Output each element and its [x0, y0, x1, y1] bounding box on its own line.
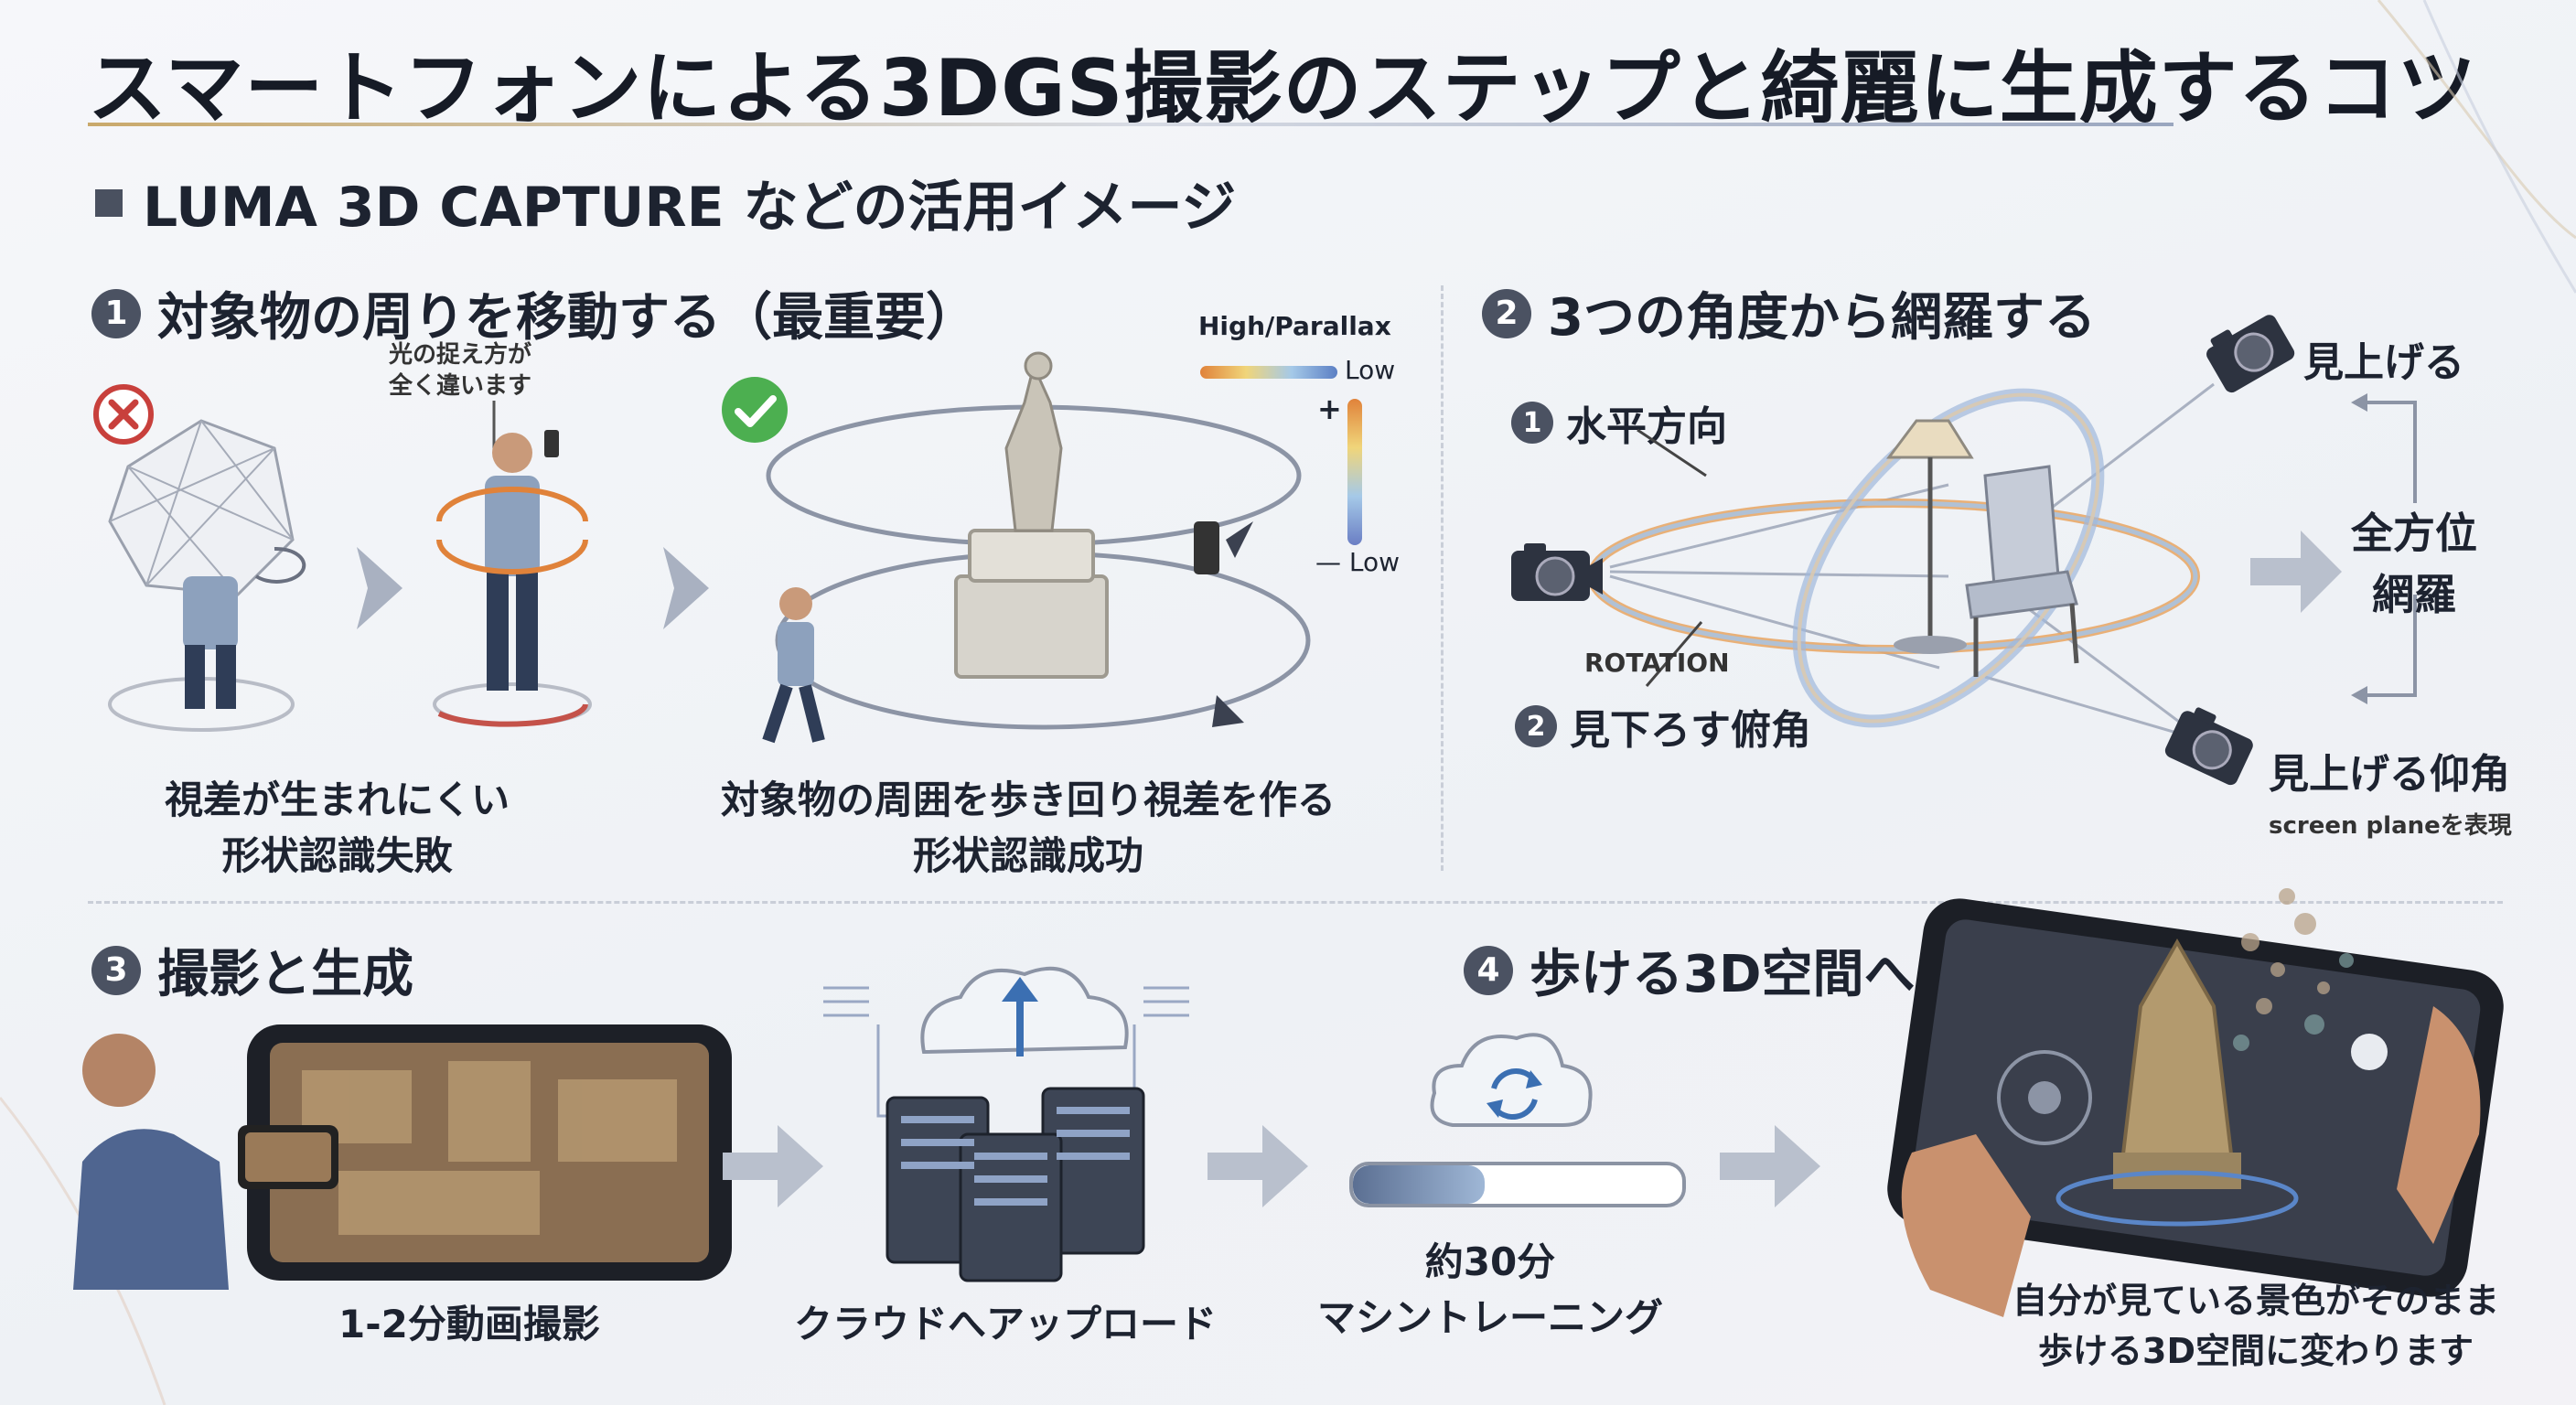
- parallax-legend-low-bottom-text: Low: [1348, 547, 1401, 577]
- arrow-right-icon: [1208, 1125, 1308, 1207]
- fail-caption-line2: 形状認識失敗: [221, 832, 453, 878]
- page-title: スマートフォンによる3DGS撮影のステップと綺麗に生成するコツ: [88, 43, 2477, 134]
- section-divider-horizontal: [88, 901, 2503, 904]
- fail-caption-line1: 視差が生まれにくい: [165, 778, 510, 822]
- three-angle-orbit-illustration: [1587, 382, 2215, 743]
- section1-heading: 1 対象物の周りを移動する（最重要）: [91, 276, 977, 350]
- look-up-angle-label: 見上げる仰角: [2269, 751, 2510, 798]
- all-around-line2: 網羅: [2372, 569, 2456, 619]
- parallax-legend-title: High/Parallax: [1198, 311, 1391, 341]
- parallax-legend-low-top: Low: [1345, 355, 1396, 385]
- parallax-legend-plus: +: [1317, 391, 1342, 426]
- section2-heading-text: 3つの角度から網羅する: [1548, 288, 2096, 348]
- training-progress-bar: [1349, 1162, 1686, 1207]
- parallax-legend-low-bottom: — Low: [1315, 547, 1400, 577]
- step3-caption: 約30分 マシントレーニング: [1317, 1235, 1663, 1346]
- look-down-text: 見下ろす俯角: [1570, 707, 1811, 754]
- look-down-label: 2 見下ろす俯角: [1515, 697, 1811, 756]
- step3-caption-line2: マシントレーニング: [1317, 1294, 1664, 1340]
- fail-x-icon: [93, 384, 154, 445]
- parallax-gradient-horizontal: [1200, 366, 1337, 379]
- rotation-label: ROTATION: [1584, 648, 1730, 678]
- section4-heading: 4 歩ける3D空間へ: [1464, 933, 1915, 1007]
- section4-caption-line1: 自分が見ている景色がそのまま: [2012, 1281, 2500, 1321]
- parallax-legend-minus: —: [1315, 547, 1341, 577]
- arrow-right-icon: [2250, 531, 2342, 613]
- all-around-label: 全方位 網羅: [2351, 503, 2477, 625]
- all-around-line1: 全方位: [2351, 509, 2477, 558]
- success-check-icon: [722, 377, 788, 443]
- person-standing-still-illustration: [108, 419, 306, 732]
- person-rotating-with-phone-illustration: [433, 430, 592, 727]
- arrow-right-icon: [663, 547, 709, 629]
- title-underline: [88, 123, 2174, 126]
- section3-number-badge: 3: [91, 945, 141, 995]
- success-caption: 対象物の周囲を歩き回り視差を作る 形状認識成功: [721, 773, 1336, 885]
- arrow-right-icon: [1720, 1125, 1820, 1207]
- subtitle-text: LUMA 3D CAPTURE などの活用イメージ: [143, 176, 1237, 240]
- fail-caption: 視差が生まれにくい 形状認識失敗: [165, 773, 510, 885]
- camera-icon-top: [2206, 315, 2295, 393]
- light-note-line1: 光の捉え方が: [389, 341, 532, 369]
- parallax-gradient-vertical: [1347, 399, 1362, 545]
- training-progress-fill: [1353, 1165, 1485, 1204]
- section4-caption: 自分が見ている景色がそのまま 歩ける3D空間に変わります: [2012, 1276, 2499, 1377]
- horizontal-direction-text: 水平方向: [1566, 403, 1727, 450]
- all-around-bracket: [2351, 393, 2417, 704]
- section2-number-badge: 2: [1482, 288, 1531, 338]
- success-caption-line1: 対象物の周囲を歩き回り視差を作る: [721, 778, 1336, 822]
- arrow-right-icon: [357, 547, 402, 629]
- step3-caption-line1: 約30分: [1424, 1239, 1556, 1284]
- item2-number-badge: 2: [1515, 705, 1557, 747]
- tablet-3d-space-illustration: [1887, 888, 2504, 1317]
- camera-icon-horizontal: [1511, 543, 1603, 601]
- horizontal-direction-label: 1 水平方向: [1511, 393, 1727, 452]
- light-note: 光の捉え方が 全く違います: [389, 340, 531, 402]
- person-filming-phone-illustration: [73, 1024, 732, 1290]
- light-note-line2: 全く違います: [389, 371, 532, 400]
- subtitle: LUMA 3D CAPTURE などの活用イメージ: [95, 163, 1236, 242]
- square-bullet-icon: [95, 188, 123, 217]
- section2-heading: 2 3つの角度から網羅する: [1482, 276, 2096, 350]
- step1-caption: 1-2分動画撮影: [338, 1302, 600, 1346]
- section3-heading-text: 撮影と生成: [157, 945, 413, 1004]
- section4-number-badge: 4: [1464, 945, 1513, 995]
- orbit-around-statue-illustration: [762, 351, 1311, 744]
- section1-number-badge: 1: [91, 288, 141, 338]
- section3-heading: 3 撮影と生成: [91, 933, 413, 1007]
- arrow-right-icon: [723, 1125, 823, 1207]
- section-divider-vertical: [1441, 285, 1444, 871]
- cloud-upload-servers-illustration: [823, 966, 1189, 1282]
- success-caption-line2: 形状認識成功: [913, 832, 1144, 878]
- camera-icon-bottom: [2164, 707, 2253, 786]
- cloud-sync-icon: [1430, 1033, 1593, 1127]
- item1-number-badge: 1: [1511, 402, 1553, 444]
- screen-plane-note: screen planeを表現: [2269, 812, 2512, 840]
- section1-heading-text: 対象物の周りを移動する（最重要）: [157, 288, 977, 348]
- step2-caption: クラウドへアップロード: [794, 1302, 1218, 1346]
- section4-caption-line2: 歩ける3D空間に変わります: [2038, 1331, 2474, 1372]
- look-up-label: 見上げる: [2303, 339, 2464, 386]
- section4-heading-text: 歩ける3D空間へ: [1530, 945, 1916, 1004]
